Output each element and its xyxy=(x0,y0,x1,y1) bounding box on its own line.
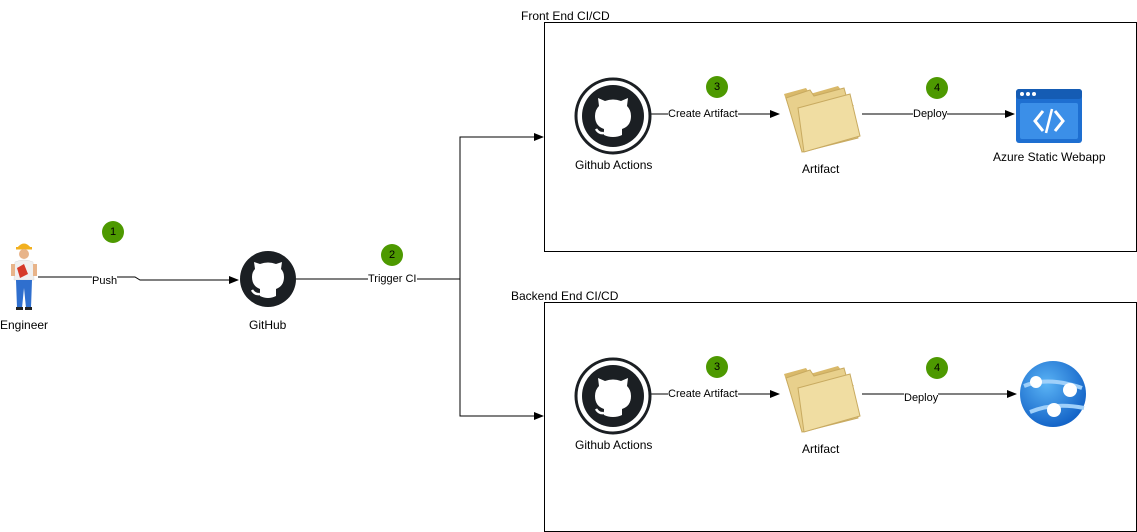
step-badge-be-create: 3 xyxy=(706,356,728,378)
trigger-label: Trigger CI xyxy=(368,273,417,286)
folder-icon xyxy=(784,86,861,153)
engineer-label: Engineer xyxy=(0,318,49,332)
trigger-to-frontend-edge xyxy=(459,133,544,279)
step-badge-push: 1 xyxy=(102,221,124,243)
fe-github-actions-node[interactable] xyxy=(574,77,652,155)
be-deploy-label: Deploy xyxy=(904,392,939,405)
be-artifact-label: Artifact xyxy=(802,442,840,456)
push-edge xyxy=(38,276,239,284)
engineer-icon xyxy=(11,243,37,310)
azure-static-webapp-icon xyxy=(1016,89,1082,143)
step-badge-trigger: 2 xyxy=(381,244,403,266)
fe-github-actions-label: Github Actions xyxy=(575,158,653,172)
fe-deploy-label: Deploy xyxy=(913,108,948,121)
azure-static-webapp-node[interactable] xyxy=(1015,88,1083,144)
github-label: GitHub xyxy=(249,318,287,332)
be-github-actions-node[interactable] xyxy=(574,357,652,435)
engineer-node[interactable] xyxy=(8,240,40,312)
step-badge-fe-deploy: 4 xyxy=(926,77,948,99)
github-actions-icon xyxy=(574,77,652,155)
azure-static-webapp-label: Azure Static Webapp xyxy=(993,150,1106,164)
fe-artifact-label: Artifact xyxy=(802,162,840,176)
push-label: Push xyxy=(92,275,118,288)
be-create-label: Create Artifact xyxy=(668,388,738,401)
backend-group-title: Backend End CI/CD xyxy=(511,289,619,303)
frontend-group-title: Front End CI/CD xyxy=(521,9,610,23)
step-badge-fe-create: 3 xyxy=(706,76,728,98)
folder-icon xyxy=(784,366,861,433)
azure-app-service-node[interactable] xyxy=(1018,358,1090,430)
azure-app-service-icon xyxy=(1020,361,1086,427)
step-badge-be-deploy: 4 xyxy=(926,357,948,379)
be-github-actions-label: Github Actions xyxy=(575,438,653,452)
github-node[interactable] xyxy=(239,250,297,308)
fe-create-label: Create Artifact xyxy=(668,108,738,121)
be-artifact-node[interactable] xyxy=(780,356,862,434)
fe-artifact-node[interactable] xyxy=(780,76,862,154)
github-icon xyxy=(240,251,296,307)
trigger-to-backend-edge xyxy=(459,279,544,420)
github-actions-icon xyxy=(574,357,652,435)
